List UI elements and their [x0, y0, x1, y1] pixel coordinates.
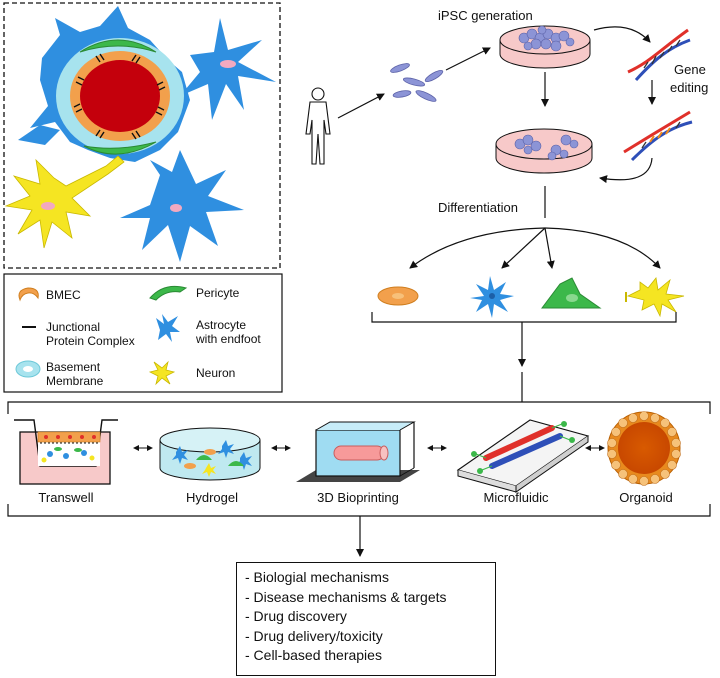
legend-label-astrocyte: Astrocyte with endfoot	[196, 318, 261, 346]
pericyte	[79, 39, 157, 53]
arrow-dna-to-dish	[599, 157, 653, 184]
model-label-microfluidic: Microfluidic	[483, 490, 549, 505]
application-item: - Cell-based therapies	[245, 647, 382, 663]
bbb-schematic-border	[3, 2, 281, 269]
application-item: - Drug delivery/toxicity	[245, 627, 383, 644]
astrocyte-bottom	[120, 150, 244, 262]
legend-border	[3, 273, 283, 393]
gene-editing-label-line1: Gene	[674, 62, 706, 77]
microfluidic-model	[456, 419, 590, 493]
arrow-dish-to-dna	[593, 26, 651, 43]
application-item: - Drug discovery	[245, 608, 347, 624]
arrow-cells-to-dish	[445, 47, 491, 71]
ipsc-dish	[499, 25, 591, 69]
dna-strand-original	[627, 28, 691, 82]
bmec-legend-icon	[18, 287, 39, 302]
models-bracket-top	[7, 401, 711, 414]
application-item: - Biologial mechanisms	[245, 569, 389, 585]
bioprinting-model	[296, 421, 420, 482]
legend-label-neuron: Neuron	[196, 366, 236, 380]
legend-label-pericyte: Pericyte	[196, 286, 240, 300]
legend	[3, 273, 283, 393]
neuron-legend-icon	[148, 360, 176, 386]
organoid-model	[607, 411, 681, 486]
hydrogel-model	[159, 427, 261, 481]
arrow-to-neuron	[544, 227, 661, 269]
somatic-cells	[390, 63, 444, 102]
arrow-to-astrocyte	[501, 227, 546, 269]
dna-strand-edited	[623, 110, 693, 162]
ipsc-pipeline	[305, 25, 693, 367]
pericyte-cell	[541, 277, 602, 309]
models-row	[7, 372, 711, 557]
cells-bracket	[371, 312, 677, 323]
application-item: - Disease mechanisms & targets	[245, 588, 447, 605]
arrow-human-to-cells	[337, 93, 385, 119]
pericyte	[83, 141, 157, 155]
model-label-hydrogel: Hydrogel	[185, 490, 239, 505]
legend-label-bmec: BMEC	[46, 288, 81, 302]
astrocyte-nucleus	[170, 204, 182, 212]
models-bracket-bottom	[7, 504, 711, 517]
edited-ipsc-dish	[495, 128, 593, 174]
vessel-lumen	[80, 60, 160, 132]
gene-editing-label-line2: editing	[670, 80, 709, 95]
model-label-organoid: Organoid	[619, 490, 673, 505]
astrocyte-nucleus	[220, 60, 236, 68]
legend-label-basement-membrane: Basement Membrane	[46, 360, 104, 388]
astrocyte-process	[18, 125, 60, 145]
ipsc-generation-label: iPSC generation	[438, 8, 533, 23]
applications-list: - Biologial mechanisms - Disease mechani…	[237, 563, 495, 666]
applications-box: - Biologial mechanisms - Disease mechani…	[236, 562, 496, 676]
transwell-model	[14, 419, 118, 485]
pericyte-legend-icon	[149, 285, 188, 301]
arrow-to-bmec	[409, 227, 546, 269]
arrow-to-pericyte	[544, 227, 555, 269]
differentiation-label: Differentiation	[438, 200, 518, 215]
neuron	[4, 155, 125, 249]
human-silhouette	[305, 87, 331, 165]
astrocyte-top-right	[180, 18, 276, 120]
neuron-cell	[626, 277, 685, 318]
junctional-complexes	[73, 53, 166, 140]
astrocyte-legend-icon	[156, 314, 180, 342]
bbb-schematic-panel	[3, 2, 281, 269]
organoid-cells	[607, 411, 681, 486]
organoid-lumen	[618, 422, 670, 474]
legend-label-junctional: Junctional Protein Complex	[46, 320, 135, 348]
neuron-nucleus	[41, 202, 55, 210]
model-label-transwell: Transwell	[38, 490, 94, 505]
model-label-bioprinting: 3D Bioprinting	[317, 490, 399, 505]
